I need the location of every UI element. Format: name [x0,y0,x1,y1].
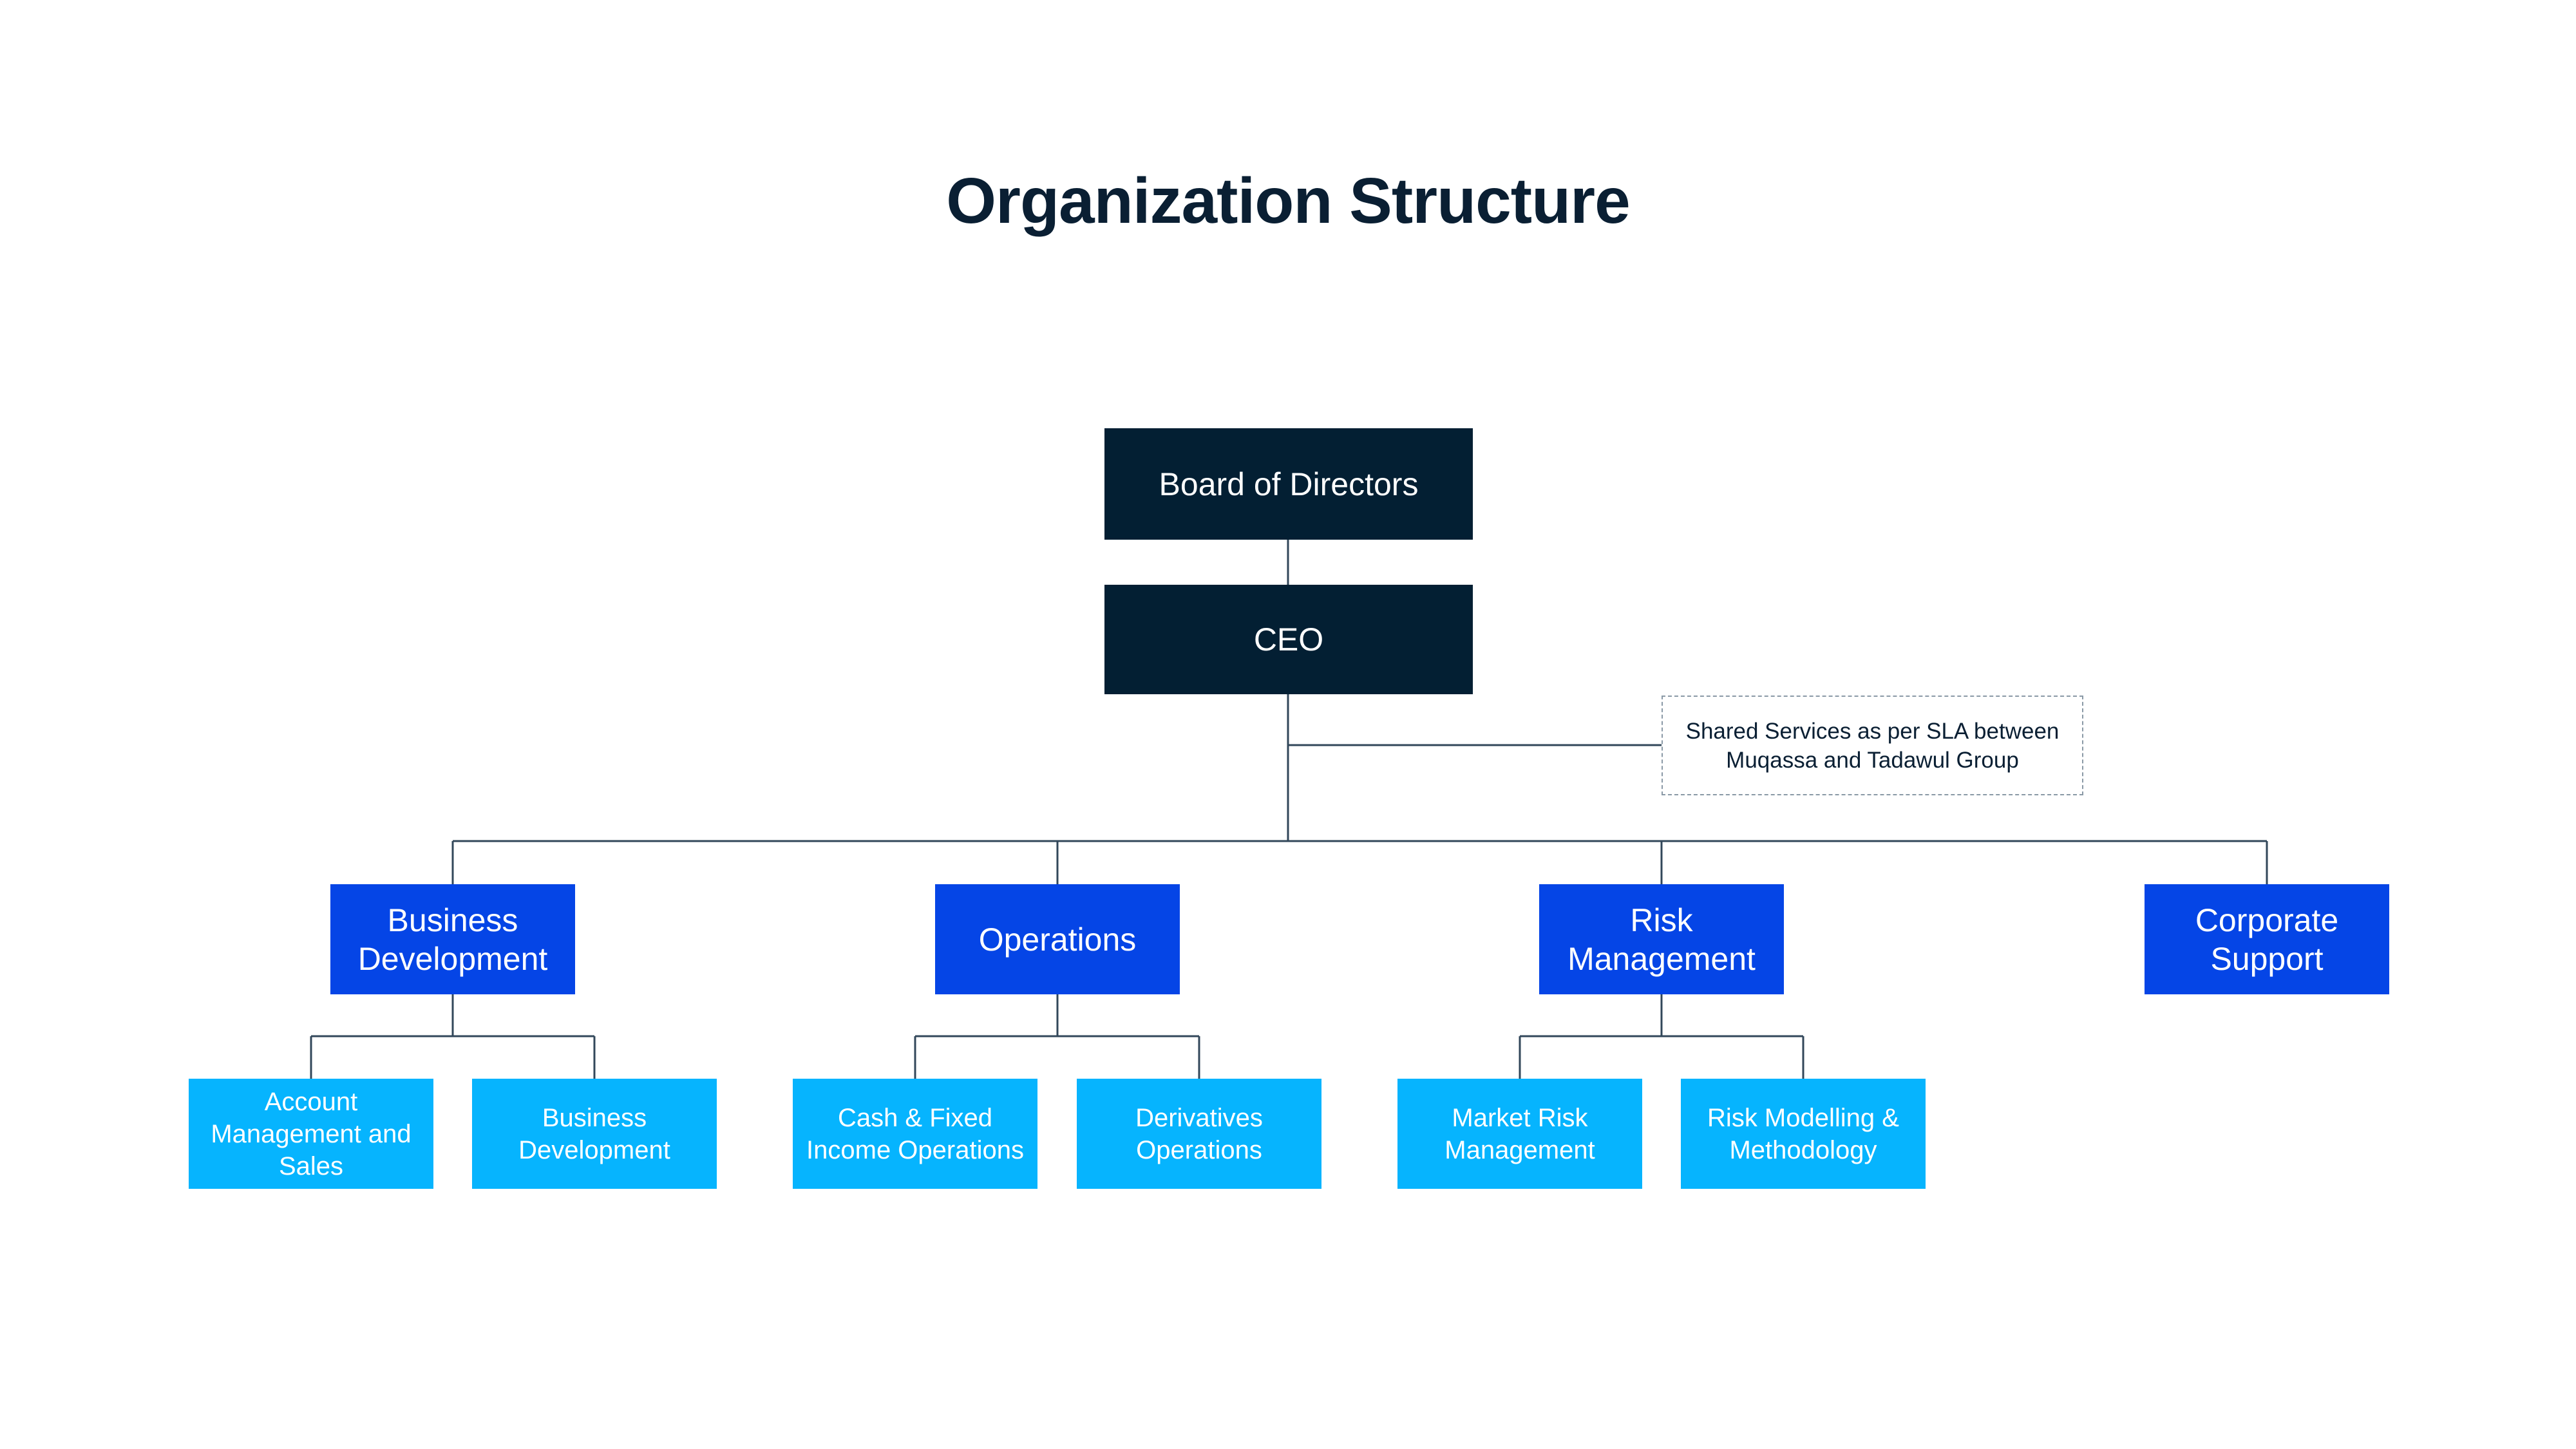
corporate-support-label: Corporate Support [2195,902,2339,977]
corporate-support-department: Corporate Support [2145,884,2389,994]
business-development-unit: Business Development [472,1079,717,1189]
page-title: Organization Structure [946,165,1630,237]
business-development-unit-label: Business Development [518,1103,670,1164]
shared-services-note: Shared Services as per SLA between Muqas… [1662,696,2083,795]
board-of-directors-label: Board of Directors [1159,466,1419,502]
operations-department: Operations [935,884,1180,994]
risk-management-label: Risk Management [1567,902,1756,977]
cash-fixed-income-label: Cash & Fixed Income Operations [806,1103,1024,1164]
market-risk-management-label: Market Risk Management [1444,1103,1595,1164]
derivatives-operations-unit: Derivatives Operations [1077,1079,1321,1189]
market-risk-management-unit: Market Risk Management [1397,1079,1642,1189]
operations-label: Operations [978,921,1137,958]
board-of-directors-box: Board of Directors [1104,428,1473,540]
account-management-sales-label: Account Management and Sales [211,1087,412,1180]
cash-fixed-income-unit: Cash & Fixed Income Operations [793,1079,1037,1189]
business-development-department: Business Development [330,884,575,994]
risk-modelling-label: Risk Modelling & Methodology [1707,1103,1899,1164]
risk-management-department: Risk Management [1539,884,1784,994]
risk-modelling-unit: Risk Modelling & Methodology [1681,1079,1926,1189]
ceo-box: CEO [1104,585,1473,694]
shared-services-label: Shared Services as per SLA between Muqas… [1685,718,2060,773]
business-development-label: Business Development [357,902,548,977]
account-management-sales-unit: Account Management and Sales [189,1079,433,1189]
ceo-label: CEO [1253,621,1324,658]
derivatives-operations-label: Derivatives Operations [1135,1103,1263,1164]
